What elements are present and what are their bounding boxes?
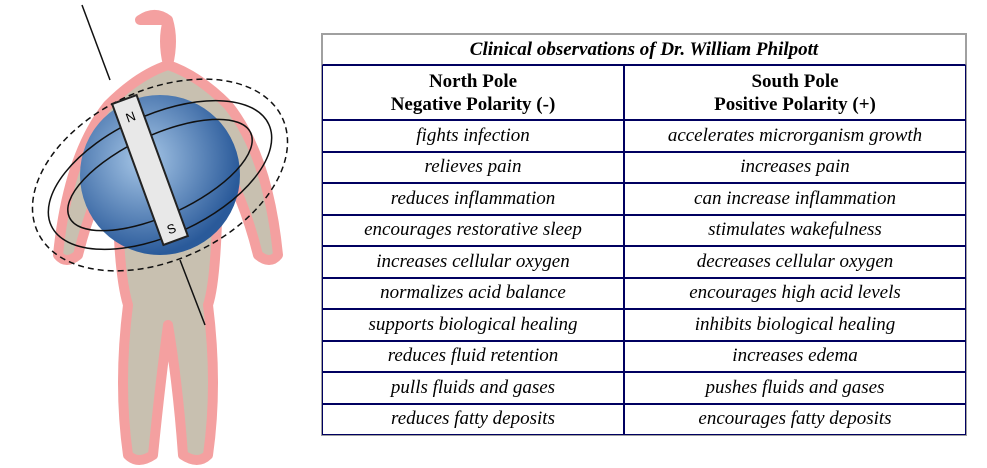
north-effect-cell: increases cellular oxygen [322, 246, 624, 278]
polarity-table: Clinical observations of Dr. William Phi… [321, 33, 967, 436]
south-effect-cell: stimulates wakefulness [624, 214, 966, 246]
north-effect-cell: reduces fluid retention [322, 340, 624, 372]
south-effect-cell: increases edema [624, 340, 966, 372]
north-effect-cell: supports biological healing [322, 309, 624, 341]
header-south-line1: South Pole [751, 70, 839, 92]
north-effect-cell: normalizes acid balance [322, 277, 624, 309]
north-effect-cell: reduces inflammation [322, 183, 624, 215]
south-effect-cell: increases pain [624, 151, 966, 183]
north-effect-cell: pulls fluids and gases [322, 372, 624, 404]
north-effect-cell: reduces fatty deposits [322, 403, 624, 435]
north-effect-cell: fights infection [322, 120, 624, 152]
human-magnet-figure: N S [31, 4, 289, 465]
south-effect-cell: can increase inflammation [624, 183, 966, 215]
south-effect-cell: pushes fluids and gases [624, 372, 966, 404]
header-north-line1: North Pole [428, 70, 518, 92]
north-effect-cell: relieves pain [322, 151, 624, 183]
bar-magnet: N S [110, 93, 190, 247]
table-title: Clinical observations of Dr. William Phi… [322, 34, 966, 65]
south-effect-cell: accelerates microrganism growth [624, 120, 966, 152]
header-south-line2: Positive Polarity (+) [714, 93, 876, 115]
south-effect-cell: encourages high acid levels [624, 277, 966, 309]
north-effect-cell: encourages restorative sleep [322, 214, 624, 246]
south-effect-cell: inhibits biological healing [624, 309, 966, 341]
south-effect-cell: decreases cellular oxygen [624, 246, 966, 278]
header-north-line2: Negative Polarity (-) [390, 93, 556, 115]
south-effect-cell: encourages fatty deposits [624, 403, 966, 435]
